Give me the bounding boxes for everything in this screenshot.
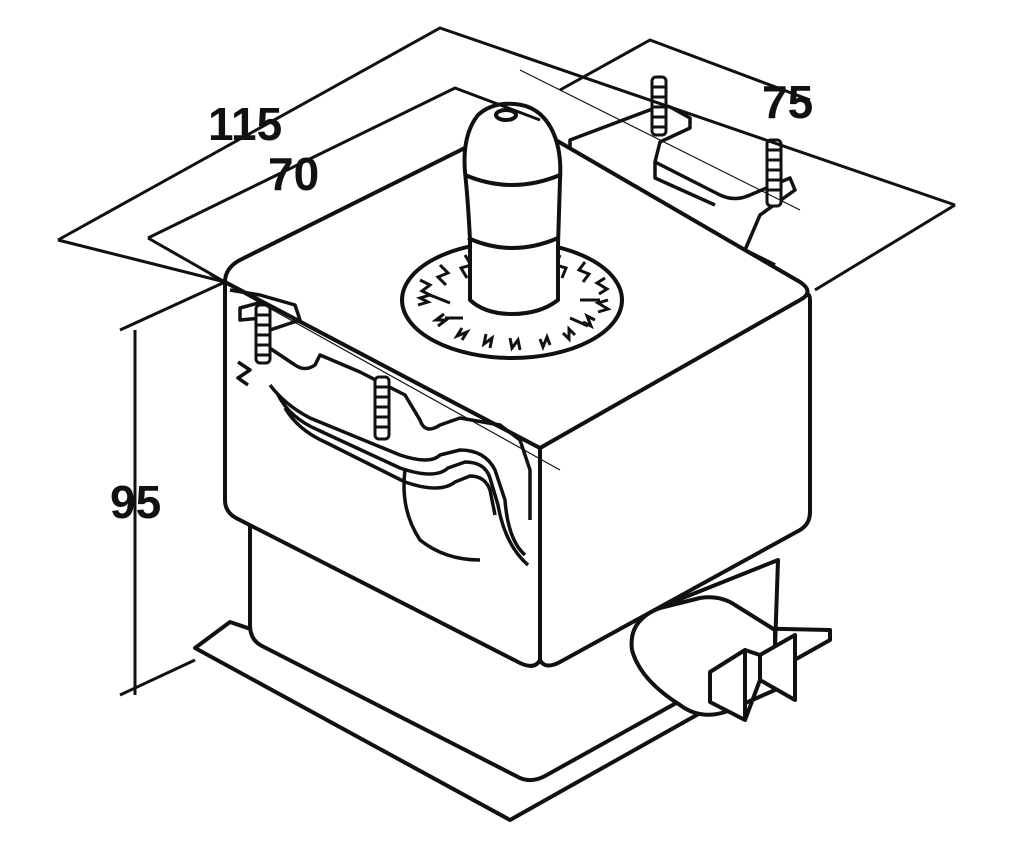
dimension-75-line: [559, 38, 811, 102]
dimension-70-label: 70: [268, 148, 319, 200]
dimension-115-label: 115: [208, 98, 282, 150]
dimension-70-line: [147, 86, 541, 240]
bolt-front-center: [373, 375, 391, 441]
bolt-rear-center: [650, 75, 668, 137]
antenna-dome: [462, 101, 563, 316]
dimension-75-label: 75: [762, 76, 813, 128]
dimension-lines: [57, 26, 956, 697]
cube-left-face: [223, 280, 542, 668]
bolt-studs: [254, 75, 783, 441]
filament-terminals: [629, 595, 797, 722]
dimension-95-label: 95: [110, 476, 161, 528]
bolt-rear-right: [765, 138, 783, 208]
dimension-115-line: [57, 26, 956, 242]
bolt-front-left: [254, 303, 272, 365]
